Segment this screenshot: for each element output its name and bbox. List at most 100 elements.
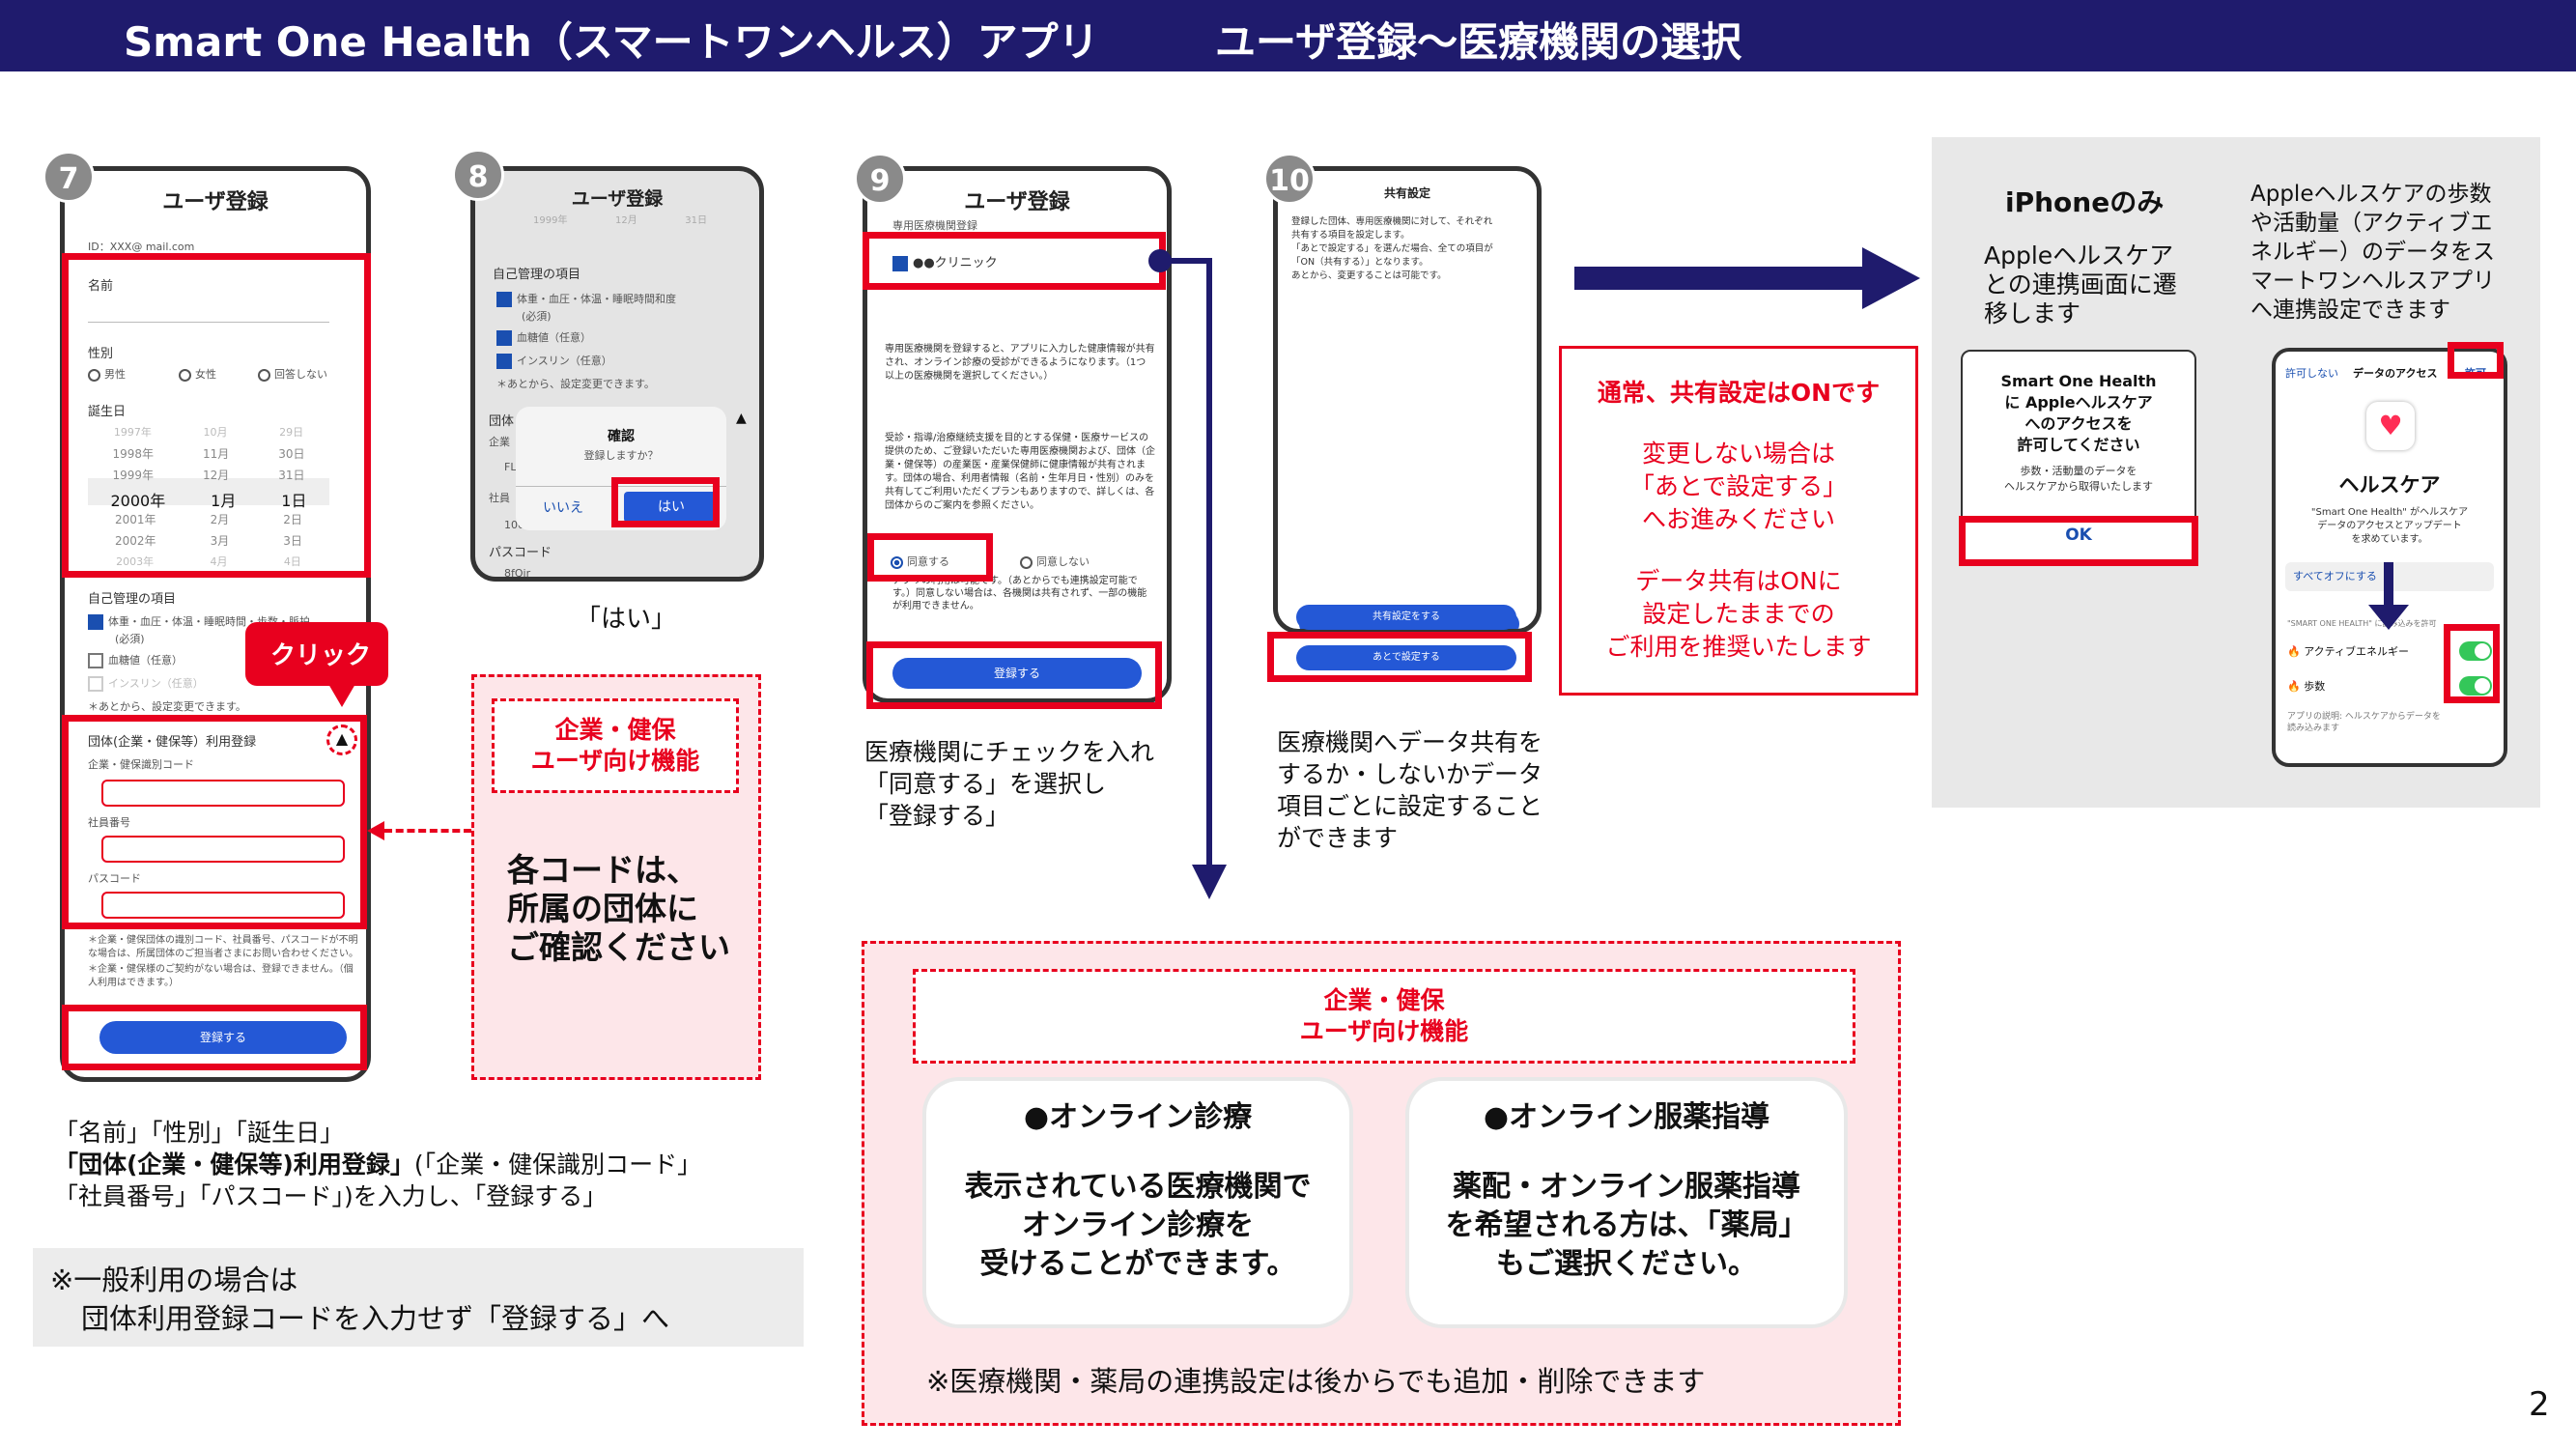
- dialog-yes-button[interactable]: はい: [624, 492, 719, 523]
- phone-step10: 共有設定 登録した団体、専用医療機関に対して、それぞれ共有する項目を設定します。…: [1273, 166, 1542, 634]
- screen-title: ユーザ登録: [571, 188, 664, 210]
- highlight-agree: [867, 533, 993, 582]
- click-callout: クリック: [245, 622, 388, 686]
- dialog-title: 確認: [608, 429, 635, 444]
- item-glucose[interactable]: 血糖値（任意）: [88, 652, 183, 668]
- connector-arrowhead: [1192, 865, 1227, 899]
- phone-step9: ユーザ登録 専用医療機関登録 ●●クリニック 専用医療機関を登録すると、アプリに…: [863, 166, 1172, 703]
- ok-button[interactable]: OK: [2065, 526, 2092, 545]
- group-label: 団体(企業・健保等）利用登録: [88, 735, 257, 750]
- energy-toggle[interactable]: [2459, 641, 2492, 661]
- gender-none[interactable]: 回答しない: [258, 366, 327, 382]
- note-1: ＊企業・健保団体の識別コード、社員番号、パスコードが不明な場合は、所属団体のご担…: [88, 935, 358, 959]
- passcode-label: パスコード: [88, 872, 141, 885]
- step9-caption: 医療機関にチェックを入れ「同意する」を選択し「登録する」: [864, 738, 1155, 830]
- title-bar: Smart One Health（スマートワンヘルス）アプリ ユーザ登録～医療機…: [0, 0, 2576, 71]
- step-badge-8: 8: [452, 149, 504, 201]
- highlight-register: [62, 1005, 367, 1070]
- agree-radio[interactable]: 同意する: [891, 554, 949, 569]
- step-badge-10: 10: [1263, 153, 1316, 205]
- employee-input[interactable]: [101, 836, 345, 863]
- disagree-radio[interactable]: 同意しない: [1020, 554, 1090, 569]
- register-button[interactable]: 登録する: [892, 658, 1142, 689]
- iphone-panel: iPhoneのみ Appleヘルスケアとの連携画面に遷移します Smart On…: [1932, 137, 2540, 808]
- notice-line1: 通常、共有設定はONです: [1597, 379, 1881, 407]
- info-text-2: 受診・指導/治療継続支援を目的とする保健・医療サービスの提供のため、ご登録いただ…: [885, 433, 1155, 511]
- click-label: クリック: [270, 641, 372, 670]
- online-panel: 企業・健保ユーザ向け機能 ●オンライン診療 表示されている医療機関でオンライン診…: [862, 941, 1901, 1426]
- fl-short: FL: [504, 461, 517, 473]
- highlight-yes: [611, 477, 720, 527]
- flame-icon: 🔥: [2287, 680, 2301, 693]
- consent-note: アプリの利用は可能です。（あとからでも連携設定可能です。）同意しない場合は、各機…: [892, 576, 1147, 611]
- step-badge-9: 9: [854, 153, 906, 205]
- heart-icon: ♥: [2366, 402, 2415, 450]
- page-number: 2: [2529, 1385, 2550, 1424]
- highlight-toggles: [2444, 624, 2500, 703]
- connector-vertical: [1206, 258, 1212, 867]
- item-insulin[interactable]: インスリン（任意）: [496, 353, 612, 369]
- name-input[interactable]: [88, 322, 329, 323]
- flame-icon: 🔥: [2287, 645, 2301, 658]
- group-code-input[interactable]: [101, 780, 345, 807]
- item-glucose[interactable]: 血糖値（任意）: [496, 329, 591, 346]
- employee-label: 社員番号: [88, 816, 130, 829]
- register-button[interactable]: 登録する: [99, 1021, 347, 1054]
- info-text-1: 専用医療機関を登録すると、アプリに入力した健康情報が共有され、オンライン診療の受…: [885, 344, 1155, 382]
- set-share-button[interactable]: 共有設定をする: [1296, 605, 1516, 630]
- iphone-desc: Appleヘルスケアとの連携画面に遷移します: [1984, 242, 2177, 327]
- steps-toggle[interactable]: [2459, 676, 2492, 696]
- passcode-label: パスコード: [489, 546, 552, 560]
- name-label: 名前: [88, 279, 114, 294]
- hk-deny-button[interactable]: 許可しない: [2285, 367, 2338, 380]
- item-vitals[interactable]: 体重・血圧・体温・睡眠時間和度: [496, 291, 676, 307]
- group-panel-text: 各コードは、所属の団体にご確認ください: [507, 851, 730, 966]
- callout-pointer: [328, 684, 355, 707]
- healthkit-screen: 許可しない データのアクセス 許可 ♥ ヘルスケア "Smart One Hea…: [2272, 348, 2507, 767]
- expand-toggle-icon[interactable]: ▲: [326, 724, 357, 755]
- item-insulin[interactable]: インスリン（任意）: [88, 675, 204, 692]
- dialog-message: 登録しますか？: [583, 449, 659, 462]
- section-label: 専用医療機関登録: [892, 219, 977, 232]
- gender-label: 性別: [88, 347, 114, 361]
- down-arrow-shaft: [2384, 562, 2393, 609]
- highlight-register9: [866, 641, 1162, 709]
- title-right: ユーザ登録～医療機関の選択: [1215, 18, 1742, 66]
- online-footnote: ※医療機関・薬局の連携設定は後からでも追加・削除できます: [926, 1365, 1706, 1398]
- highlight-later: [1267, 632, 1532, 682]
- hk-name: ヘルスケア: [2338, 473, 2441, 497]
- clinic-checkbox[interactable]: ●●クリニック: [892, 252, 998, 271]
- self-items-label: 自己管理の項目: [493, 268, 581, 282]
- group-panel-label: 企業・健保ユーザ向け機能: [492, 698, 739, 793]
- step8-caption: 「はい」: [576, 605, 677, 634]
- dashed-arrow-head: [367, 821, 384, 840]
- group-short: 団体: [489, 414, 515, 429]
- online-panel-label: 企業・健保ユーザ向け機能: [913, 969, 1855, 1064]
- hk-desc: "Smart One Health" がヘルスケアデータのアクセスとアップデート…: [2310, 507, 2469, 545]
- down-arrow-head: [2368, 605, 2409, 630]
- collapse-icon[interactable]: ▲: [736, 411, 747, 426]
- later-note: ＊あとから、設定変更できます。: [496, 378, 655, 390]
- group-code-label: 企業・健保識別コード: [88, 758, 194, 771]
- employee-short: 社員: [489, 492, 510, 504]
- passcode-input[interactable]: [101, 892, 345, 919]
- screen-title: ユーザ登録: [964, 190, 1070, 214]
- notice-body: 変更しない場合は「あとで設定する」へお進みください データ共有はONに設定したま…: [1605, 440, 1872, 661]
- share-description: 登録した団体、専用医療機関に対して、それぞれ共有する項目を設定します。「あとで設…: [1291, 216, 1493, 281]
- big-arrow-head: [1862, 247, 1920, 309]
- dialog-no-button[interactable]: いいえ: [543, 500, 583, 516]
- gender-male[interactable]: 男性: [88, 366, 126, 382]
- bottom-left-text: 「名前」「性別」「誕生日」 「団体(企業・健保等)利用登録」(「企業・健保識別コ…: [54, 1119, 702, 1210]
- screen-title: 共有設定: [1383, 186, 1430, 200]
- screen-title: ユーザ登録: [162, 190, 269, 214]
- connector-horizontal: [1160, 258, 1212, 264]
- highlight-group: [62, 715, 367, 929]
- highlight-allow: [2448, 342, 2504, 379]
- set-later-button[interactable]: あとで設定する: [1296, 645, 1516, 670]
- highlight-ok: [1959, 516, 2198, 566]
- later-note: ＊あとから、設定変更できます。: [88, 700, 246, 713]
- gender-female[interactable]: 女性: [179, 366, 216, 382]
- dashed-arrow-line: [384, 829, 471, 833]
